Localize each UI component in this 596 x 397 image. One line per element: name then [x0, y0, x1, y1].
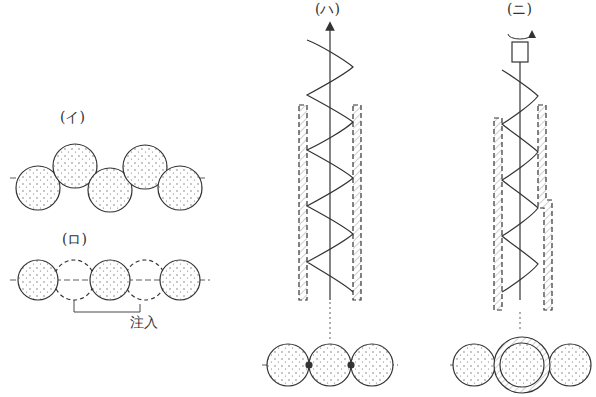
projection-line	[330, 302, 331, 342]
casing-wall	[538, 105, 552, 310]
casing-wall	[299, 105, 307, 300]
pile-circle	[267, 344, 309, 386]
auger-casing-ni	[450, 34, 592, 393]
auger-flight	[502, 70, 538, 292]
figure-label: (イ)	[58, 110, 87, 125]
injection-leader	[74, 300, 140, 312]
joint-dot	[306, 362, 312, 368]
pile-circle	[18, 260, 58, 300]
pile-circle	[158, 166, 202, 210]
pile-circle	[453, 344, 495, 386]
pile-circle	[549, 344, 591, 386]
grouted-piles	[10, 260, 210, 312]
pile-circle	[351, 344, 393, 386]
casing-wall	[494, 118, 502, 310]
rotation-arrow	[508, 34, 532, 39]
figure-label: (ハ)	[313, 2, 342, 17]
auger-casing-ha	[262, 26, 398, 386]
pile-circle	[500, 343, 544, 387]
projection-line	[520, 312, 521, 332]
pile-circle	[90, 260, 130, 300]
staggered-piles	[10, 144, 208, 212]
joint-dot	[348, 362, 354, 368]
casing-wall	[353, 105, 361, 300]
pile-circle	[160, 260, 200, 300]
figure-label: (ロ)	[60, 232, 89, 247]
injected-pile	[125, 260, 165, 300]
note-label: 注入	[128, 315, 160, 330]
figure-label: (ニ)	[505, 2, 534, 17]
shaft	[519, 42, 520, 300]
casing-ring	[494, 337, 550, 393]
auger-flight	[307, 40, 353, 292]
injected-pile	[54, 260, 94, 300]
drive-head	[512, 42, 528, 62]
pile-circle	[309, 344, 351, 386]
